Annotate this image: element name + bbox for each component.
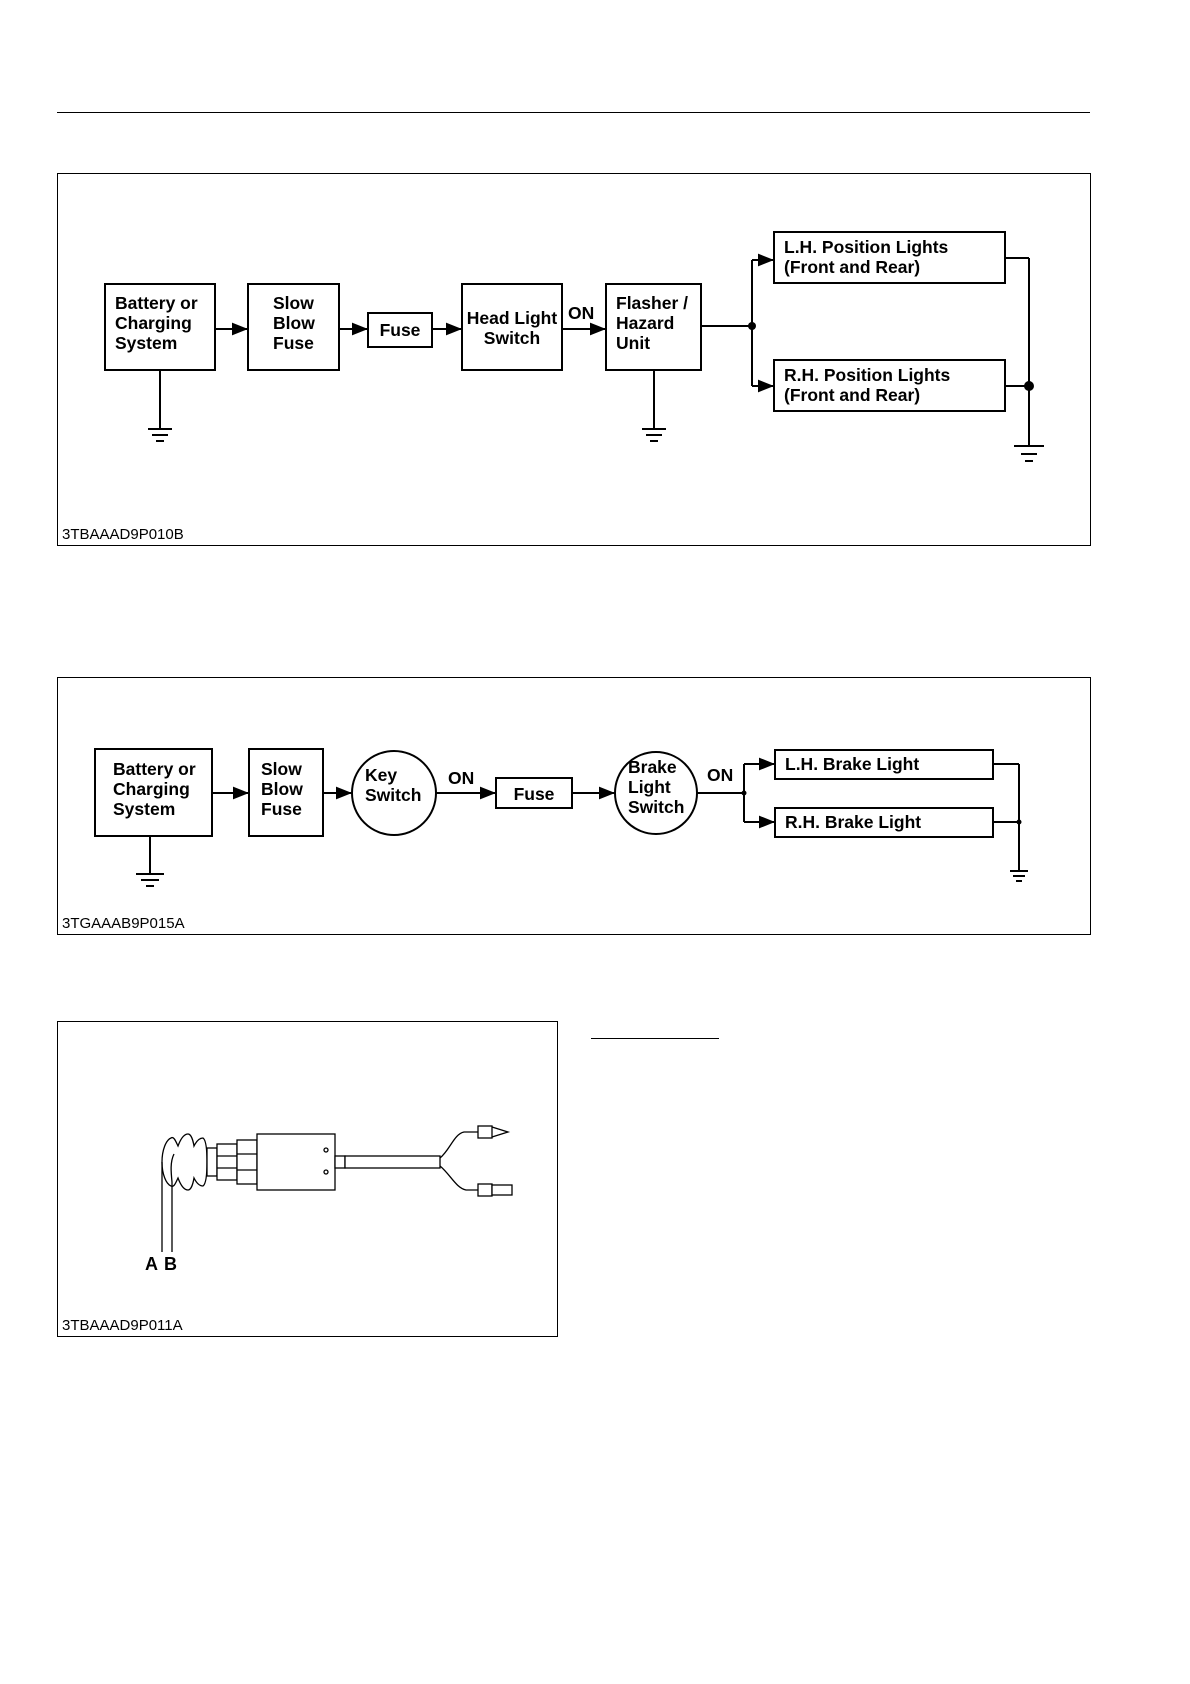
slow-blow-fuse-label: Fuse: [273, 333, 314, 353]
battery-label: Battery or: [115, 293, 198, 313]
rh-brake-light-label: R.H. Brake Light: [785, 812, 921, 832]
fuse-label: Fuse: [514, 784, 555, 804]
rh-position-lights-label: (Front and Rear): [784, 385, 920, 405]
brake-light-switch-label: Light: [628, 777, 671, 797]
key-switch-label: Key: [365, 765, 397, 785]
hex-nut: [216, 1143, 238, 1181]
battery-label: System: [115, 333, 177, 353]
brake-light-switch-illustration: A B 3TBAAAD9P011A: [57, 1021, 558, 1337]
junction-dot: [741, 790, 747, 796]
figure-code: 3TBAAAD9P011A: [62, 1317, 183, 1334]
hex-nut: [236, 1139, 258, 1185]
figure-code: 3TGAAAB9P015A: [62, 915, 185, 932]
battery-label: Charging: [113, 779, 190, 799]
brake-light-switch-label: Brake: [628, 757, 677, 777]
slow-blow-fuse-label: Blow: [261, 779, 303, 799]
wire-terminal: [477, 1183, 493, 1197]
head-light-switch-label: Head Light: [467, 308, 558, 328]
battery-label: Charging: [115, 313, 192, 333]
label-b: B: [164, 1254, 177, 1274]
brake-lights-circuit-diagram: Battery or Charging System Slow Blow Fus…: [57, 677, 1091, 935]
on-label: ON: [568, 303, 594, 323]
slow-blow-fuse-label: Slow: [261, 759, 302, 779]
junction-dot: [748, 322, 756, 330]
position-lights-diagram-svg: Battery or Charging System Slow Blow Fus…: [104, 231, 1044, 462]
brake-switch-drawing: A B: [145, 1125, 513, 1274]
header-rule: [57, 112, 1090, 113]
lh-position-lights-label: L.H. Position Lights: [784, 237, 949, 257]
lh-brake-light-label: L.H. Brake Light: [785, 754, 919, 774]
flasher-label: Hazard: [616, 313, 674, 333]
key-switch-label: Switch: [365, 785, 421, 805]
battery-label: System: [113, 799, 175, 819]
flasher-label: Flasher /: [616, 293, 688, 313]
figure-code: 3TBAAAD9P010B: [62, 526, 184, 543]
junction-dot: [1016, 819, 1022, 825]
switch-body: [256, 1133, 336, 1191]
on-label: ON: [707, 765, 733, 785]
on-label: ON: [448, 768, 474, 788]
head-light-switch-block: [461, 283, 563, 371]
slow-blow-fuse-label: Slow: [273, 293, 314, 313]
lh-position-lights-label: (Front and Rear): [784, 257, 920, 277]
head-light-switch-label: Switch: [484, 328, 540, 348]
slow-blow-fuse-label: Fuse: [261, 799, 302, 819]
wire-terminal: [477, 1125, 493, 1139]
battery-label: Battery or: [113, 759, 196, 779]
heading-underline: [591, 1038, 719, 1039]
brake-lights-diagram-svg: Battery or Charging System Slow Blow Fus…: [94, 748, 1028, 887]
fuse-label: Fuse: [380, 320, 421, 340]
rubber-boot: [161, 1133, 208, 1191]
flasher-label: Unit: [616, 333, 650, 353]
label-a: A: [145, 1254, 158, 1274]
position-lights-circuit-diagram: Battery or Charging System Slow Blow Fus…: [57, 173, 1091, 546]
junction-dot: [1024, 381, 1034, 391]
slow-blow-fuse-block: [247, 283, 340, 371]
cable: [344, 1155, 441, 1169]
rh-position-lights-label: R.H. Position Lights: [784, 365, 951, 385]
brake-light-switch-label: Switch: [628, 797, 684, 817]
slow-blow-fuse-label: Blow: [273, 313, 315, 333]
